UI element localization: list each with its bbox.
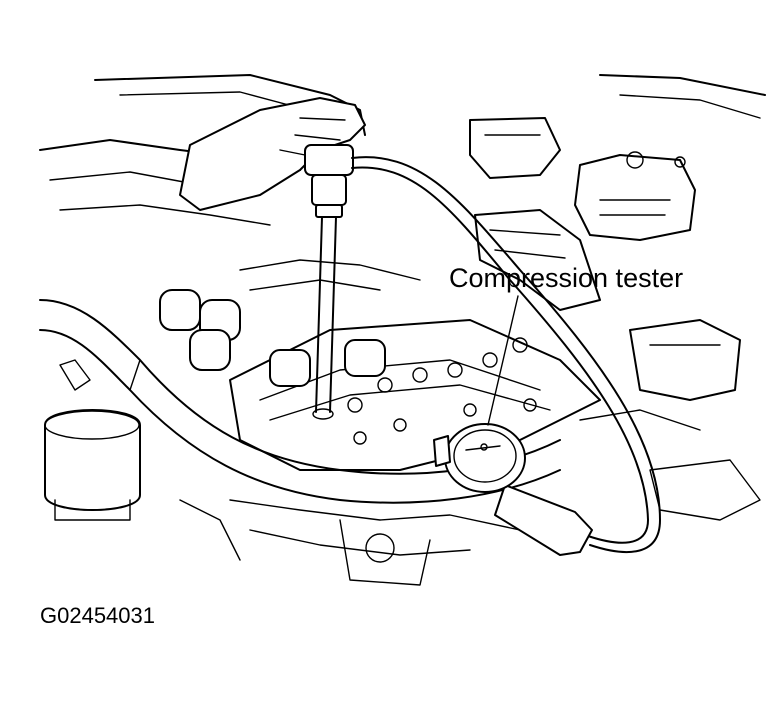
- pressure-gauge: [433, 423, 593, 556]
- bracket-top-right: [469, 117, 741, 401]
- callout-leader: [487, 295, 519, 426]
- figure-id-label: G02454031: [40, 603, 155, 628]
- intake-hose: [474, 209, 601, 311]
- compression-adapter: [304, 144, 354, 420]
- strut-tower: [574, 151, 696, 241]
- tester-hose: [351, 156, 661, 554]
- reservoir-tank: [44, 359, 141, 521]
- ignition-coils: [159, 259, 421, 387]
- callout-label: Compression tester: [449, 263, 684, 293]
